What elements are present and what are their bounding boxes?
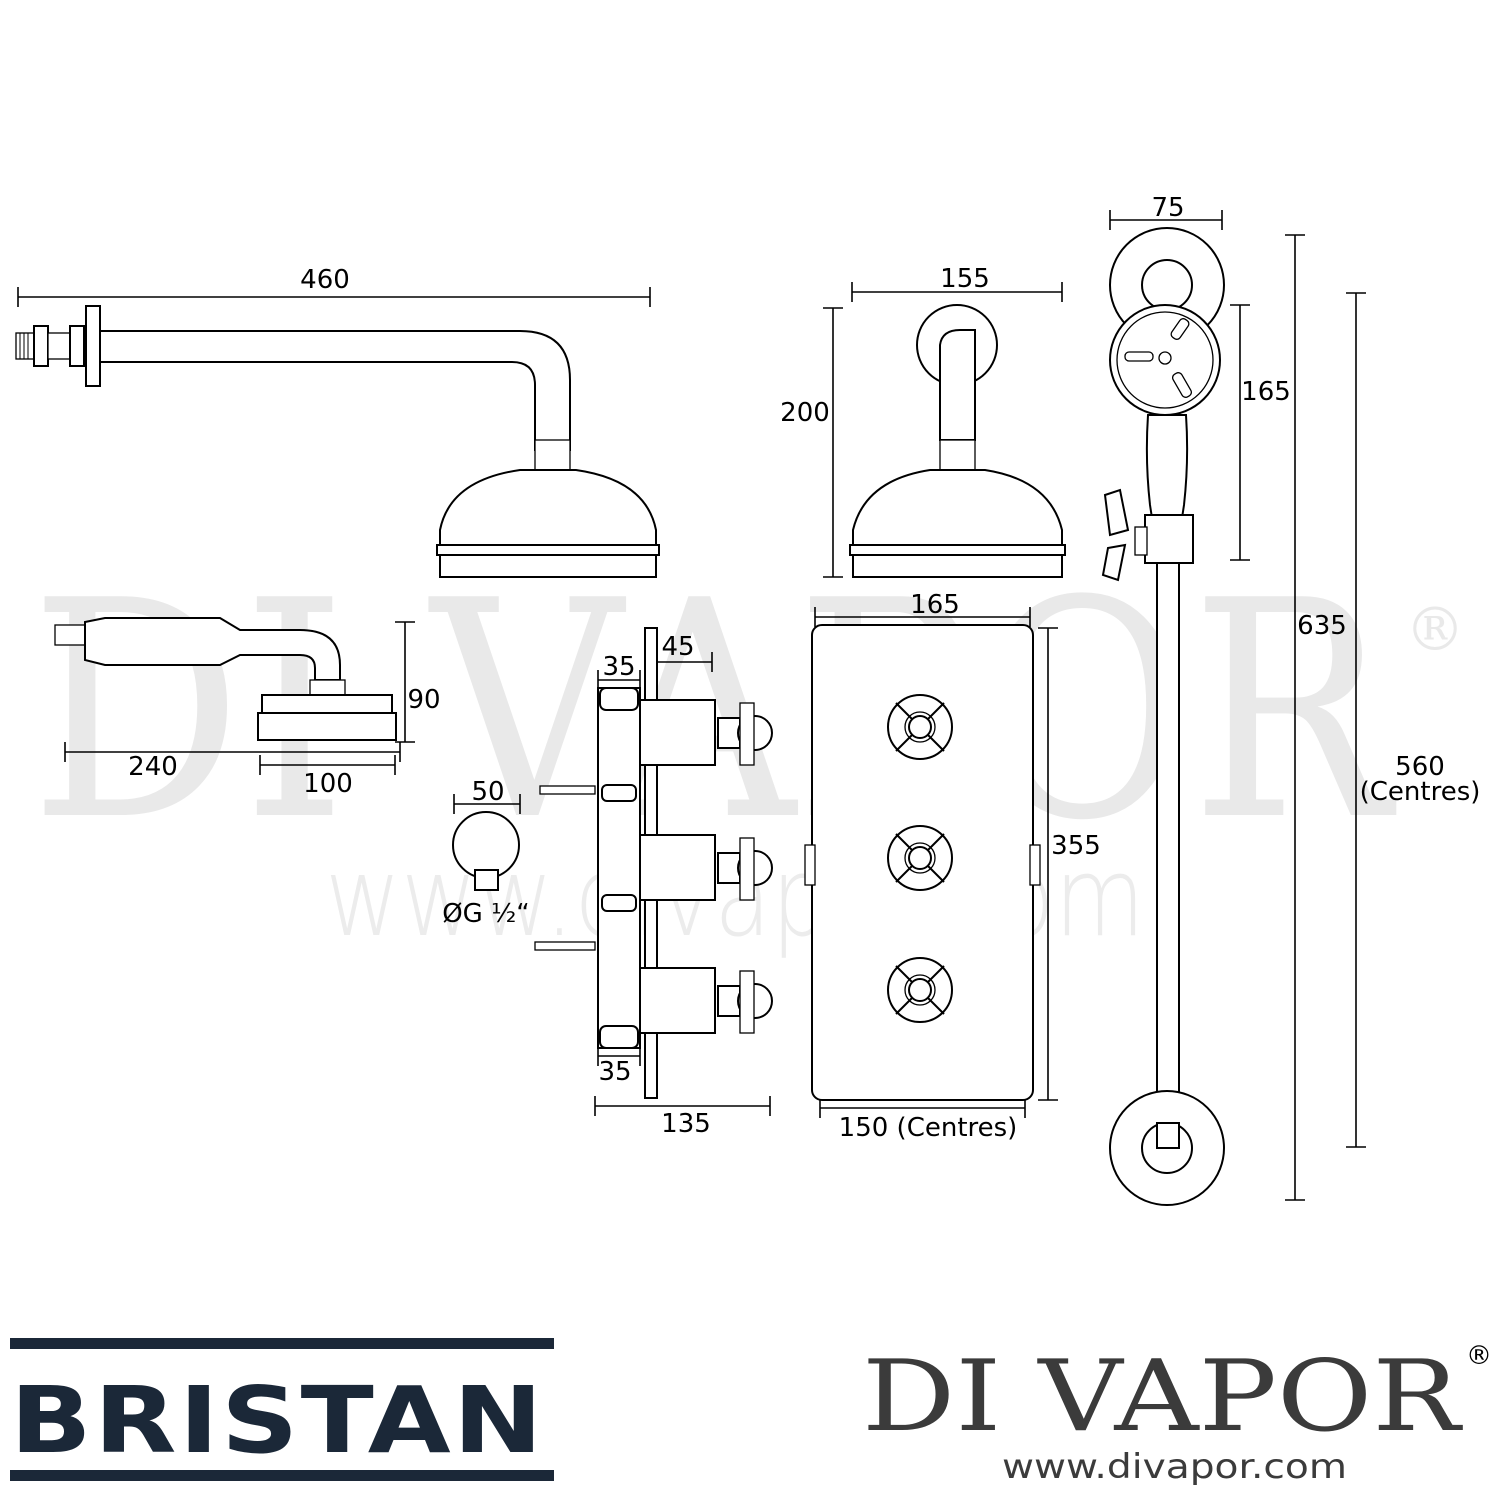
dim-rail-length: 635 (1297, 611, 1347, 641)
control-top (887, 694, 953, 760)
dim-valve-bottom-nut: 35 (598, 1057, 631, 1087)
divapor-url: www.divapor.com (1002, 1447, 1347, 1487)
shower-arm-side-view: 460 (15, 265, 660, 578)
dim-plate-height: 355 (1051, 831, 1101, 861)
valve-front-plate: 165 355 150 (Centres) (804, 590, 1101, 1143)
dim-head-height: 90 (407, 685, 440, 715)
dim-arm-height: 200 (780, 398, 830, 428)
watermark-registered: ® (1405, 595, 1465, 665)
dim-head-diameter: 100 (303, 769, 353, 799)
control-middle (887, 825, 953, 891)
control-bottom (887, 957, 953, 1023)
dim-valve-spindle: 45 (661, 632, 694, 662)
valve-side-view: 35 45 35 135 (534, 627, 773, 1139)
dim-rail-centres: 560 (1395, 752, 1445, 782)
bristan-logo-text: BRISTAN (10, 1367, 545, 1474)
riser-rail-kit: 75 165 635 560 (Centres) (1101, 193, 1481, 1206)
outlet-thread: ØG ½“ (442, 899, 530, 929)
dim-plate-width: 165 (910, 590, 960, 620)
wall-outlet: 50 ØG ½“ (442, 777, 530, 929)
dim-rail-centres-note: (Centres) (1360, 777, 1481, 807)
dim-arm-drop: 155 (940, 264, 990, 294)
dim-handset-length: 165 (1241, 377, 1291, 407)
fixed-head-small: 90 240 100 (54, 617, 441, 799)
divapor-registered: ® (1466, 1341, 1492, 1371)
divapor-logo: DI VAPOR ® www.divapor.com (862, 1340, 1492, 1487)
dim-head-length: 240 (128, 752, 178, 782)
divapor-logo-text: DI VAPOR (862, 1340, 1464, 1454)
dim-valve-top-nut: 35 (602, 652, 635, 682)
dim-handset-width: 75 (1151, 193, 1184, 223)
dim-outlet-diameter: 50 (471, 777, 504, 807)
dim-arm-length: 460 (300, 265, 350, 295)
bristan-logo: BRISTAN (10, 1338, 554, 1481)
dim-plate-centres: 150 (Centres) (839, 1113, 1018, 1143)
dim-valve-depth: 135 (661, 1109, 711, 1139)
shower-arm-front-view: 155 200 (780, 264, 1066, 578)
